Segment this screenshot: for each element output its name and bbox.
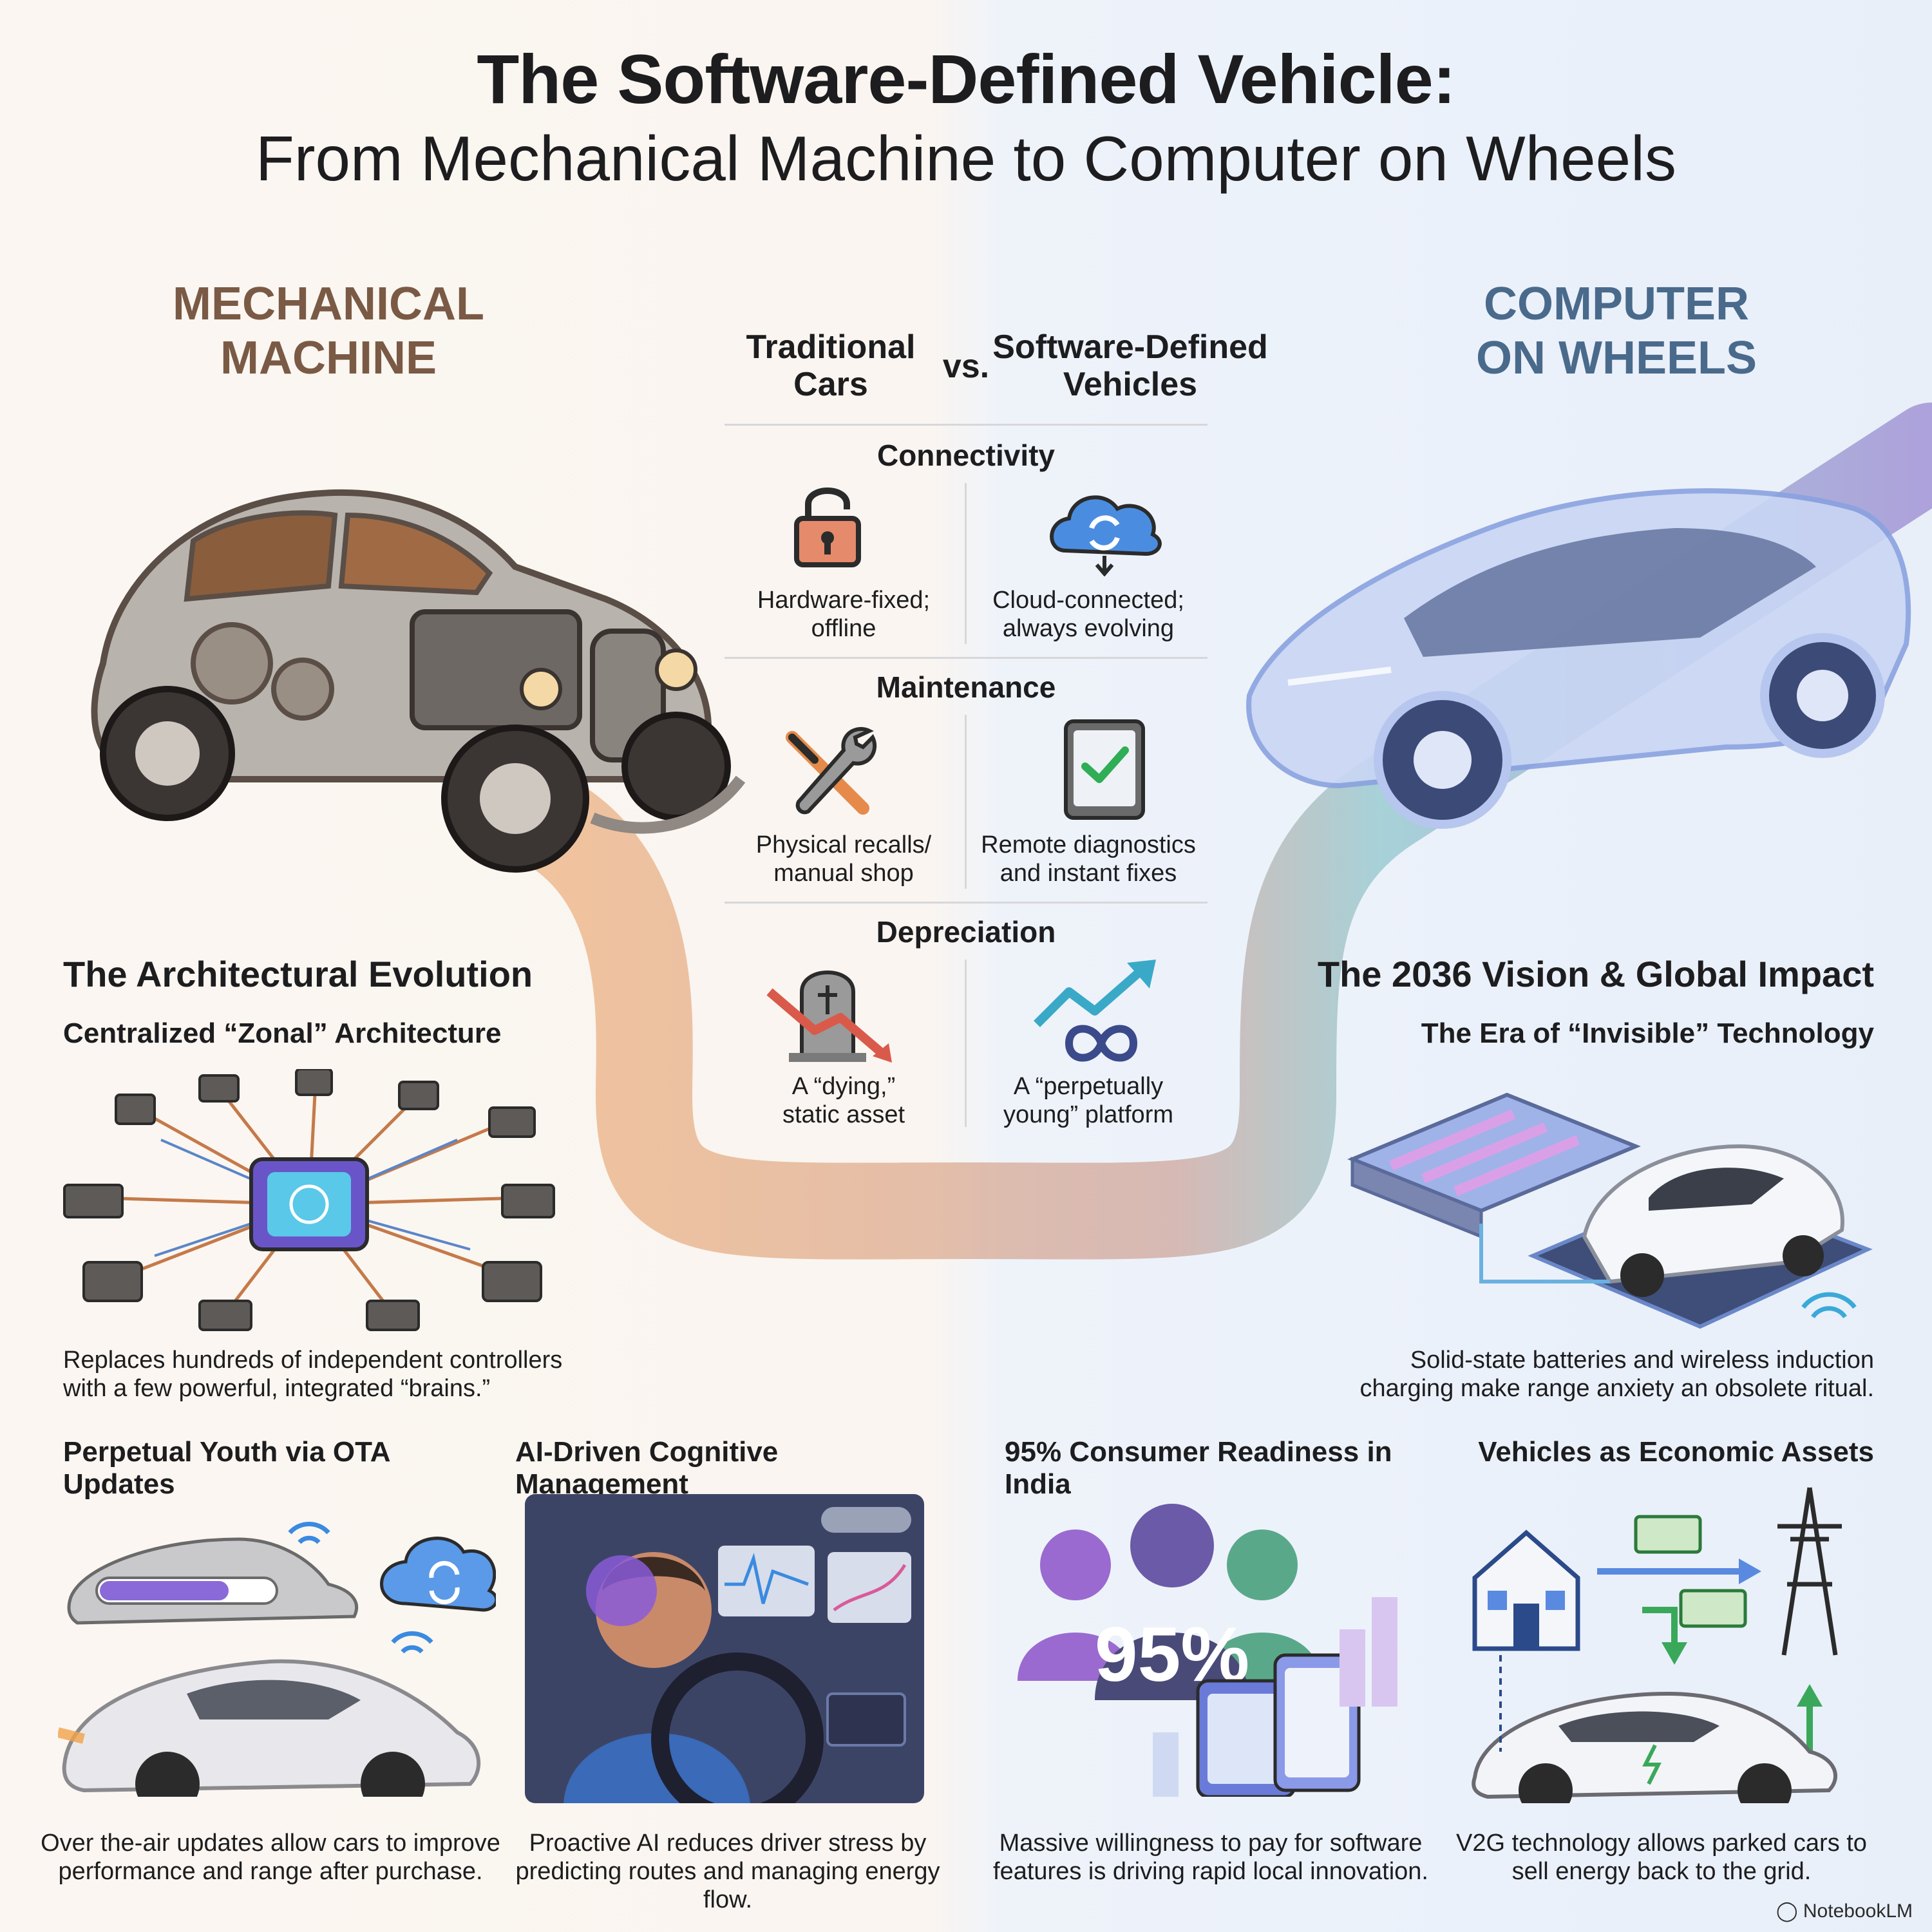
depreciation-sdv-text: A “perpetually young” platform bbox=[1003, 1073, 1173, 1128]
zonal-architecture-illustration bbox=[63, 1069, 555, 1331]
vs-label: vs. bbox=[942, 348, 990, 385]
notebooklm-logo-icon: ◯ bbox=[1776, 1900, 1798, 1922]
connectivity-traditional-text: Hardware-fixed; offline bbox=[757, 587, 931, 642]
architecture-title: The Architectural Evolution bbox=[63, 954, 533, 994]
economic-title: Vehicles as Economic Assets bbox=[1478, 1436, 1874, 1468]
row-title-connectivity: Connectivity bbox=[876, 439, 1056, 472]
architecture-caption: Replaces hundreds of independent control… bbox=[63, 1347, 563, 1402]
wireless-charging-illustration bbox=[1347, 1092, 1873, 1329]
ota-title: Perpetual Youth via OTA Updates bbox=[63, 1436, 390, 1500]
row-title-maintenance: Maintenance bbox=[876, 670, 1056, 704]
divider bbox=[965, 715, 967, 889]
ai-driver-illustration bbox=[525, 1494, 924, 1803]
tombstone-decline-icon bbox=[766, 971, 892, 1063]
consumer-readiness-illustration: 95% bbox=[1018, 1504, 1397, 1797]
page-title: The Software-Defined Vehicle: bbox=[477, 40, 1455, 118]
vintage-car-illustration bbox=[91, 489, 746, 873]
wrench-screwdriver-icon bbox=[786, 726, 877, 815]
vision-subtitle: The Era of “Invisible” Technology bbox=[1421, 1018, 1874, 1049]
padlock-icon bbox=[794, 488, 861, 567]
cloud-sync-icon bbox=[1050, 495, 1162, 576]
ota-caption: Over the-air updates allow cars to impro… bbox=[41, 1830, 500, 1885]
economic-caption: V2G technology allows parked cars to sel… bbox=[1456, 1830, 1867, 1885]
vision-title: The 2036 Vision & Global Impact bbox=[1317, 954, 1874, 994]
computer-on-wheels-label: COMPUTER ON WHEELS bbox=[1475, 278, 1757, 384]
depreciation-traditional-text: A “dying,” static asset bbox=[782, 1073, 905, 1128]
divider bbox=[965, 483, 967, 644]
ai-title: AI-Driven Cognitive Management bbox=[515, 1436, 779, 1500]
divider bbox=[965, 960, 967, 1127]
divider bbox=[724, 902, 1208, 904]
page-subtitle: From Mechanical Machine to Computer on W… bbox=[256, 123, 1676, 194]
divider bbox=[724, 424, 1208, 426]
traditional-cars-header: Traditional Cars bbox=[746, 328, 916, 403]
architecture-subtitle: Centralized “Zonal” Architecture bbox=[63, 1018, 502, 1049]
futuristic-car-illustration bbox=[1246, 488, 1911, 829]
v2g-illustration bbox=[1472, 1487, 1842, 1803]
connectivity-sdv-text: Cloud-connected; always evolving bbox=[992, 587, 1184, 642]
software-defined-header: Software-Defined Vehicles bbox=[992, 328, 1268, 403]
ai-caption: Proactive AI reduces driver stress by pr… bbox=[515, 1830, 940, 1913]
vision-caption: Solid-state batteries and wireless induc… bbox=[1359, 1347, 1874, 1402]
row-title-depreciation: Depreciation bbox=[876, 915, 1056, 949]
india-caption: Massive willingness to pay for software … bbox=[993, 1830, 1428, 1885]
ota-update-illustration bbox=[58, 1522, 496, 1797]
growth-infinity-icon bbox=[1034, 960, 1156, 1062]
maintenance-traditional-text: Physical recalls/ manual shop bbox=[755, 831, 932, 887]
india-title: 95% Consumer Readiness in India bbox=[1005, 1436, 1392, 1500]
notebooklm-brand: ◯ NotebookLM bbox=[1776, 1900, 1913, 1922]
mechanical-machine-label: MECHANICAL MACHINE bbox=[173, 278, 484, 384]
maintenance-sdv-text: Remote diagnostics and instant fixes bbox=[981, 831, 1196, 887]
tablet-check-icon bbox=[1064, 719, 1145, 820]
divider bbox=[724, 657, 1208, 659]
